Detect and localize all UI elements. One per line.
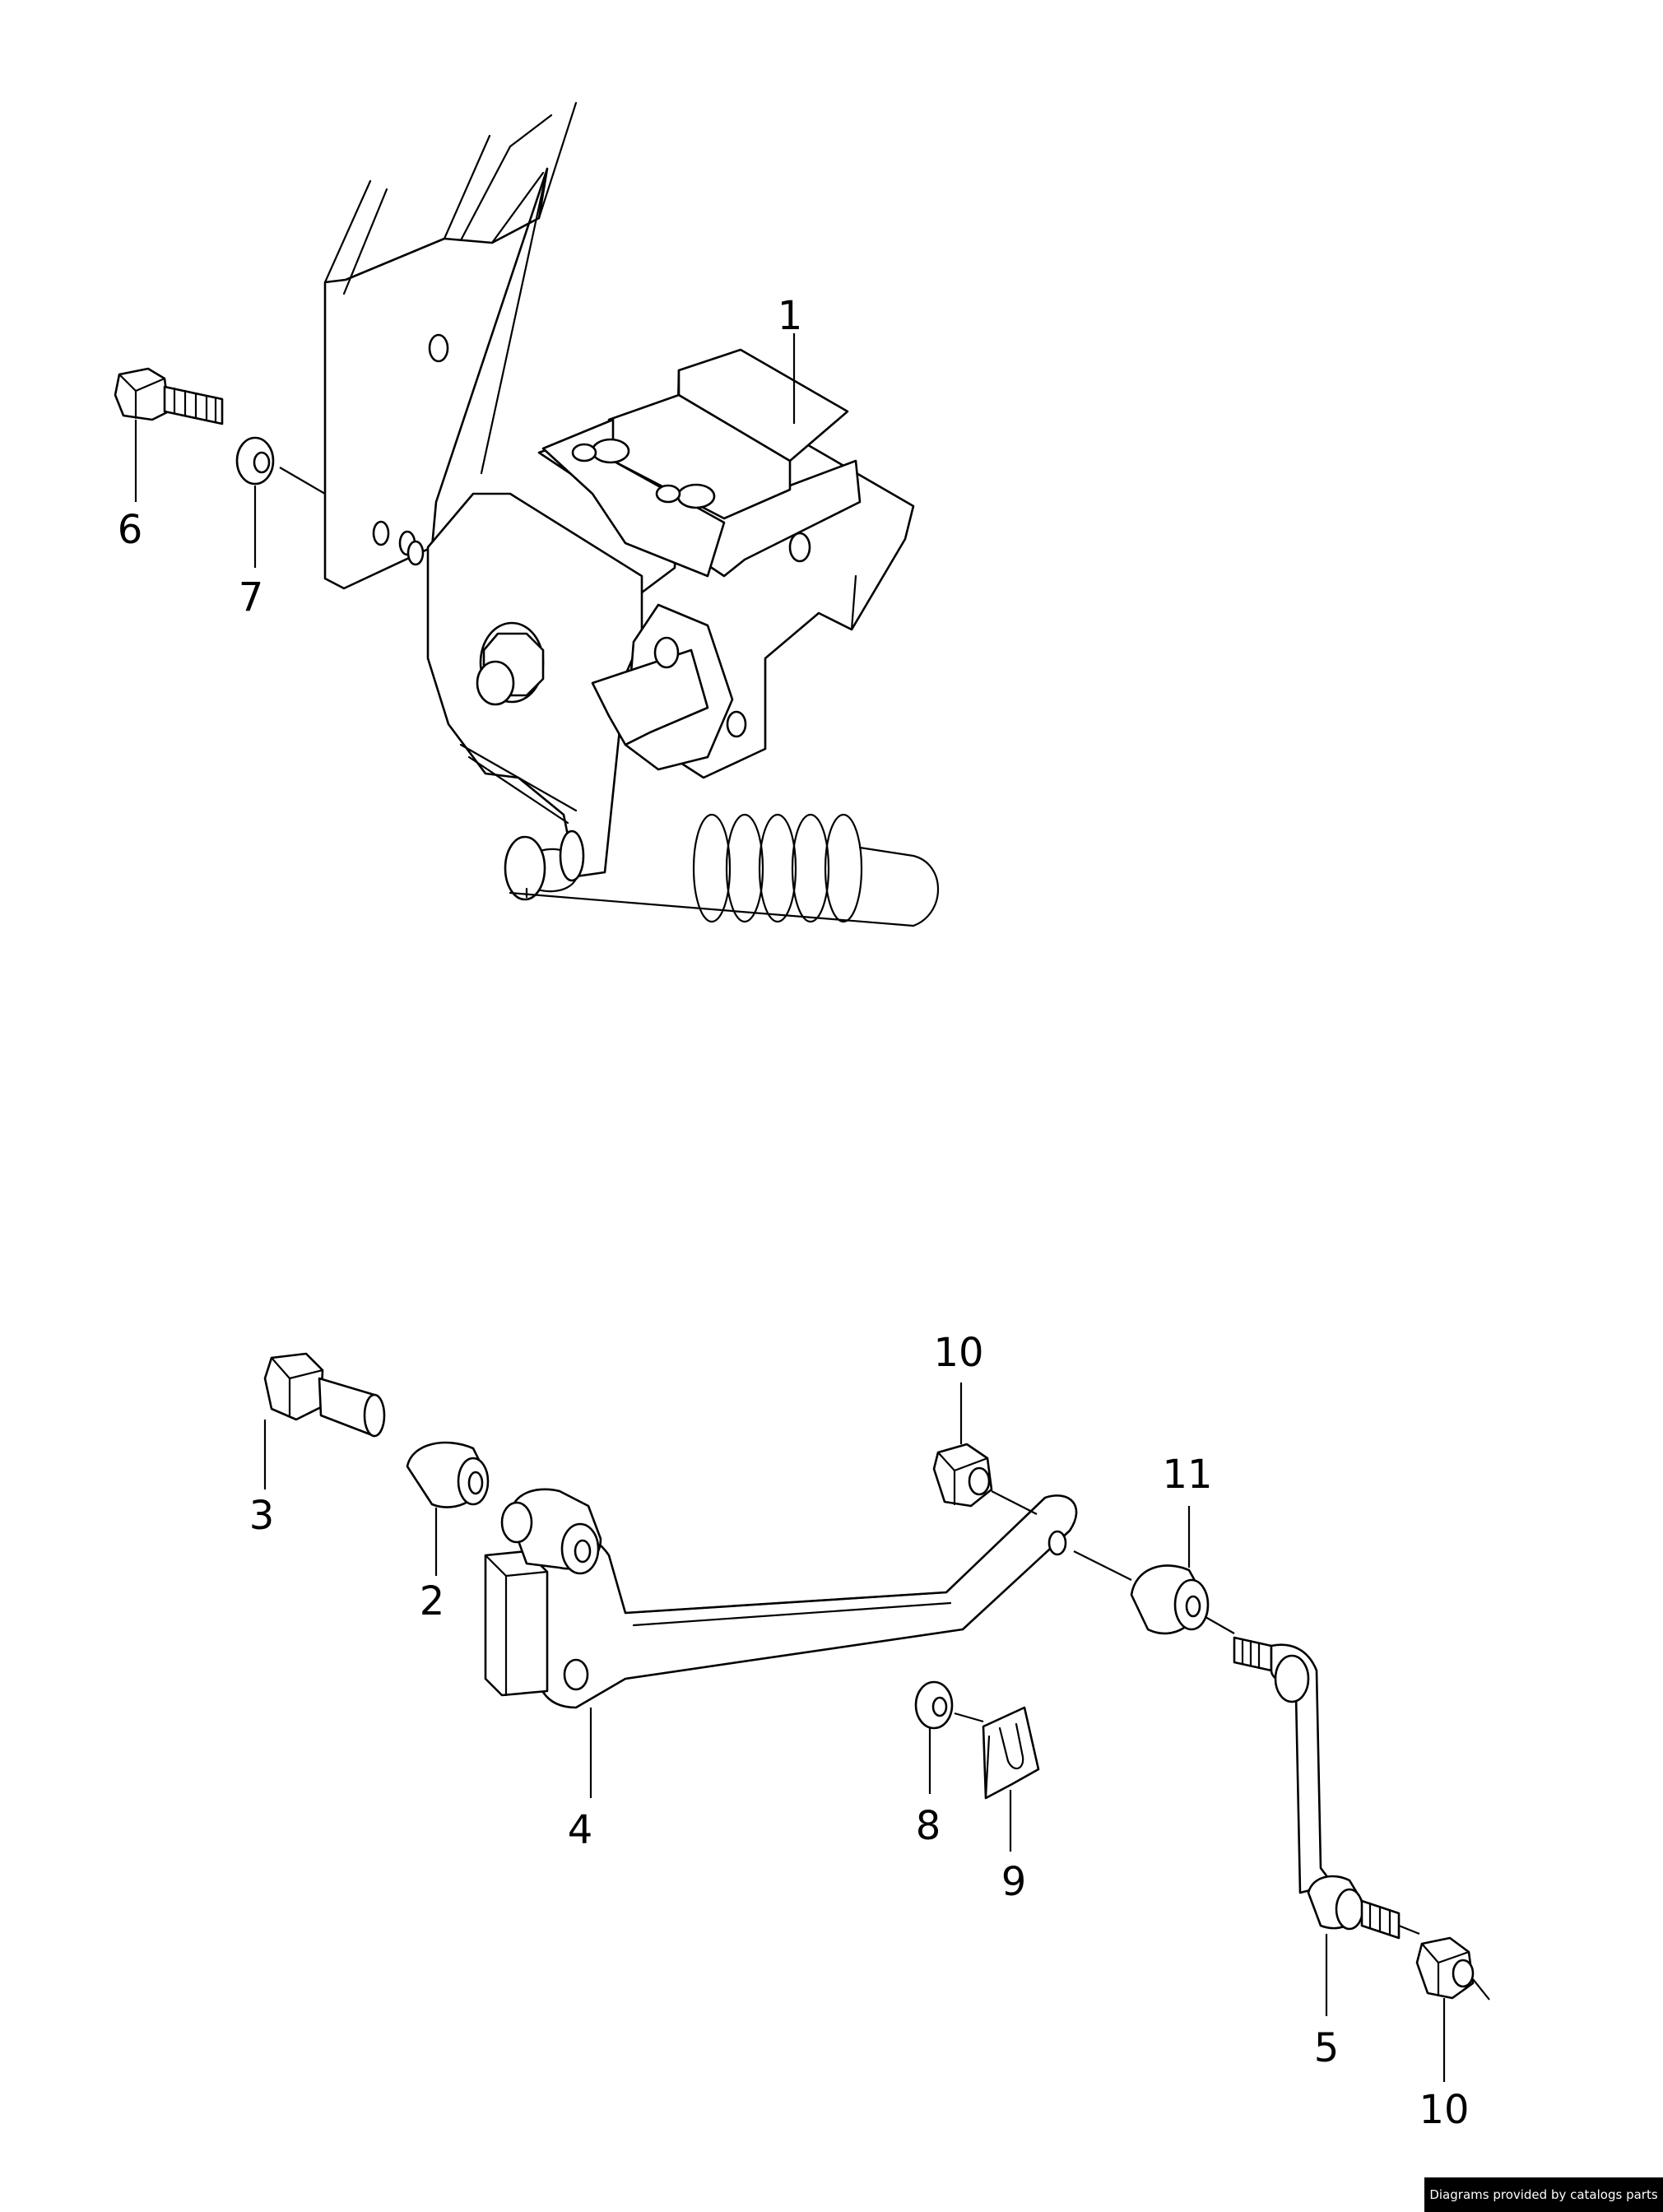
washer-8: [914, 1680, 984, 1730]
mounting-bracket: [323, 101, 578, 590]
spacer-sleeve-2: [406, 1441, 490, 1508]
bolt-6: [114, 367, 224, 425]
callout-1: 1: [778, 293, 803, 339]
callout-labels: 1 6 7 10 11 3 2 4 8 9 5 10: [118, 293, 1470, 2133]
footer-credit: Diagrams provided by catalogs parts: [1424, 2177, 1663, 2212]
callout-3: 3: [249, 1493, 275, 1539]
spring-clip-9: [982, 1706, 1040, 1800]
callout-6: 6: [118, 507, 143, 553]
return-spring: [504, 813, 940, 927]
bushing-11: [1073, 1550, 1235, 1635]
callout-5: 5: [1314, 2025, 1340, 2071]
callout-10-top: 10: [933, 1330, 983, 1376]
nut-10-top: [932, 1443, 1038, 1515]
callout-4: 4: [568, 1807, 593, 1853]
washer-7: [235, 436, 326, 495]
rod-5: [1233, 1636, 1420, 1940]
nut-10-bottom: [1415, 1936, 1490, 2001]
lever-4: [484, 1488, 1078, 1709]
leader-lines: [134, 333, 1446, 2082]
lower-assembly: [263, 1352, 1490, 2001]
callout-7: 7: [239, 574, 264, 620]
bolt-3: [263, 1352, 386, 1438]
pedal-lever: [426, 492, 734, 878]
callout-8: 8: [916, 1803, 941, 1849]
callout-10-bottom: 10: [1419, 2087, 1469, 2133]
callout-9: 9: [1001, 1859, 1027, 1905]
callout-2: 2: [420, 1578, 445, 1624]
callout-11: 11: [1162, 1452, 1212, 1498]
upper-assembly: [114, 101, 940, 927]
